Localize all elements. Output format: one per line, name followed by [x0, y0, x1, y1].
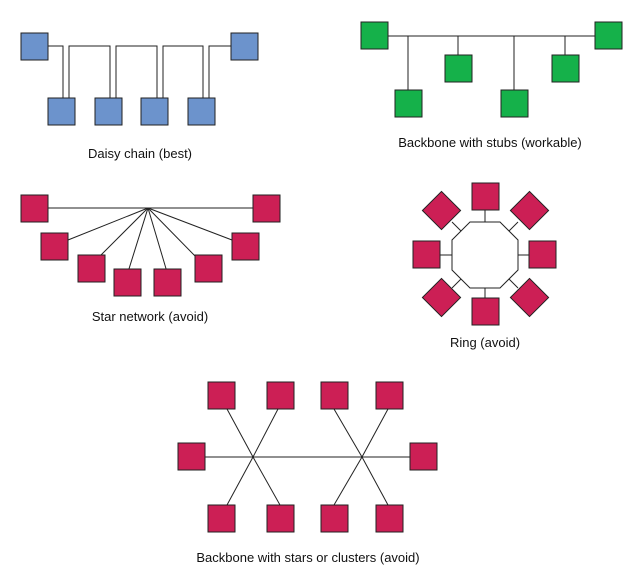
backbone-stars-left-link-4: [252, 456, 281, 506]
star-network-diagram: Star network (avoid): [20, 194, 281, 324]
daisy-chain-node-4: [187, 97, 216, 126]
backbone-stars-node-top-3: [320, 381, 349, 410]
backbone-stubs-node-end-right: [594, 21, 623, 50]
star-link-1: [67, 207, 149, 241]
ring-node-bottom-left: [421, 277, 462, 318]
daisy-chain-node-2: [94, 97, 123, 126]
star-link-4: [147, 207, 168, 273]
daisy-chain-node-end-right: [230, 32, 259, 61]
daisy-chain-node-end-left: [20, 32, 49, 61]
ring-node-top-left: [421, 190, 462, 231]
ring-node-left: [412, 240, 441, 269]
backbone-stars-right-link-4: [361, 456, 389, 506]
backbone-stubs-node-2: [444, 54, 473, 83]
backbone-stars-node-top-4: [375, 381, 404, 410]
ring-spoke-top-left: [451, 221, 462, 232]
backbone-stubs-node-4: [551, 54, 580, 83]
backbone-stars-node-end-left: [177, 442, 206, 471]
star-link-2: [97, 207, 149, 259]
backbone-stars-node-bottom-1: [207, 504, 236, 533]
ring-diagram: Ring (avoid): [412, 182, 557, 350]
daisy-chain-wire: [48, 45, 231, 99]
backbone-stars-right-link-2: [361, 408, 389, 458]
ring-caption: Ring (avoid): [450, 335, 520, 350]
daisy-chain-node-3: [140, 97, 169, 126]
backbone-stars-diagram: Backbone with stars or clusters (avoid): [177, 381, 438, 565]
star-node-6: [231, 232, 260, 261]
backbone-stubs-diagram: Backbone with stubs (workable): [360, 21, 623, 150]
ring-node-top: [471, 182, 500, 211]
backbone-stars-left-link-3: [226, 456, 254, 506]
star-node-end-left: [20, 194, 49, 223]
backbone-stars-left-link-2: [252, 408, 279, 458]
ring-spoke-bottom-left: [451, 278, 462, 289]
backbone-stars-node-bottom-3: [320, 504, 349, 533]
backbone-stars-right-link-3: [333, 456, 363, 506]
ring-spoke-bottom-right: [508, 278, 519, 289]
backbone-stubs-caption: Backbone with stubs (workable): [398, 135, 582, 150]
star-link-3: [127, 207, 149, 273]
backbone-stars-node-end-right: [409, 442, 438, 471]
star-node-1: [40, 232, 69, 261]
ring-octagon: [451, 221, 519, 289]
ring-spoke-top-right: [508, 221, 519, 232]
star-node-2: [77, 254, 106, 283]
backbone-stars-node-top-1: [207, 381, 236, 410]
star-node-4: [153, 268, 182, 297]
ring-node-bottom: [471, 297, 500, 326]
star-node-end-right: [252, 194, 281, 223]
backbone-stubs-node-end-left: [360, 21, 389, 50]
backbone-stars-caption: Backbone with stars or clusters (avoid): [196, 550, 419, 565]
star-node-5: [194, 254, 223, 283]
daisy-chain-diagram: Daisy chain (best): [20, 32, 259, 161]
ring-node-bottom-right: [509, 277, 550, 318]
star-node-3: [113, 268, 142, 297]
backbone-stubs-node-1: [394, 89, 423, 118]
backbone-stars-left-link-1: [226, 408, 254, 458]
backbone-stars-node-bottom-2: [266, 504, 295, 533]
daisy-chain-caption: Daisy chain (best): [88, 146, 192, 161]
daisy-chain-node-1: [47, 97, 76, 126]
ring-node-right: [528, 240, 557, 269]
backbone-stars-node-bottom-4: [375, 504, 404, 533]
backbone-stars-right-link-1: [333, 408, 363, 458]
star-link-6: [147, 207, 233, 241]
star-network-caption: Star network (avoid): [92, 309, 208, 324]
backbone-stubs-node-3: [500, 89, 529, 118]
star-link-5: [147, 207, 198, 259]
ring-node-top-right: [509, 190, 550, 231]
backbone-stars-node-top-2: [266, 381, 295, 410]
